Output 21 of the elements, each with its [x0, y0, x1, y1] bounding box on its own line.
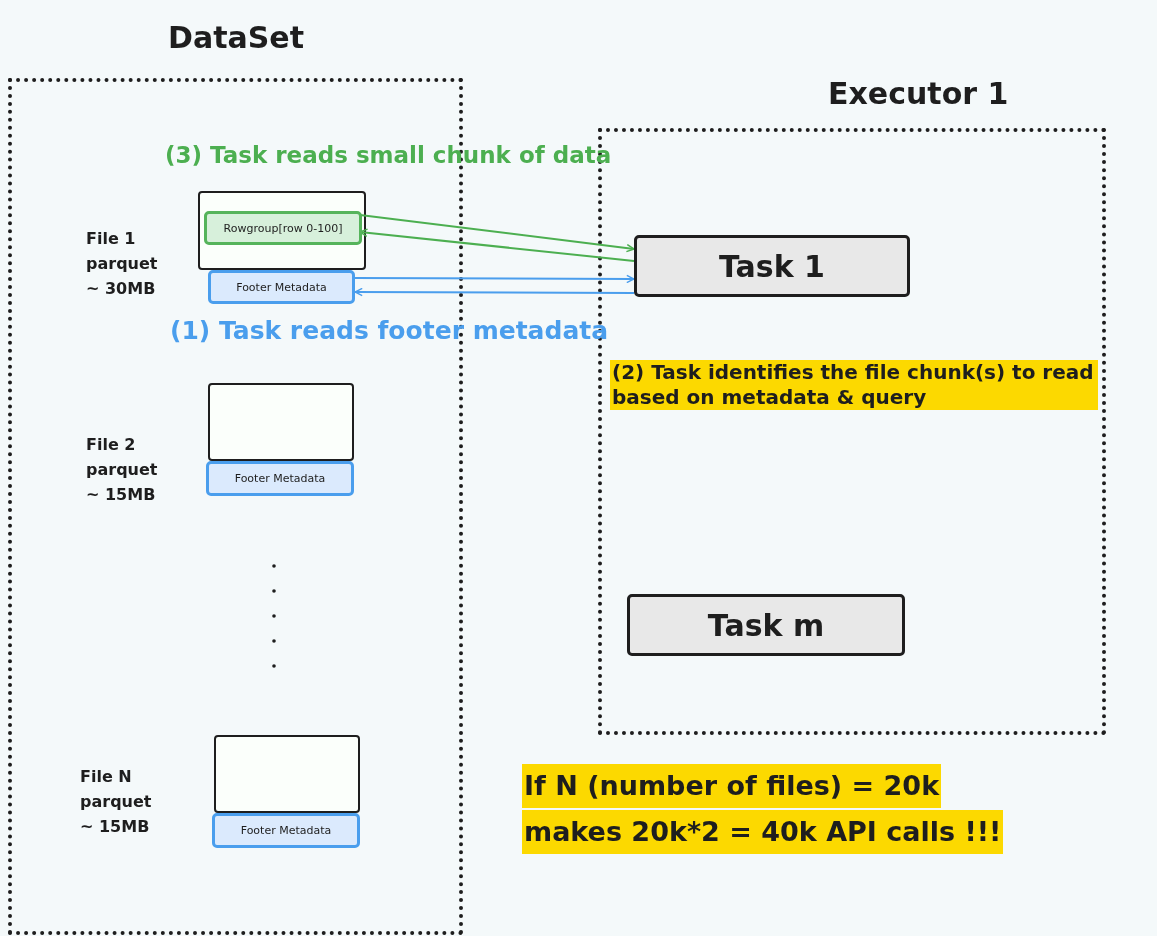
- container-heading: Executor 1: [828, 76, 1009, 111]
- file-caption: File 1 parquet ~ 30MB: [86, 228, 159, 300]
- task-box: Task 1: [634, 235, 910, 297]
- highlighted-note: makes 20k*2 = 40k API calls !!!: [522, 810, 1004, 854]
- file-section-box: Footer Metadata: [212, 813, 360, 848]
- file-section-box: Footer Metadata: [208, 270, 355, 304]
- step-label: (3) Task reads small chunk of data: [165, 142, 612, 168]
- task-box: Task m: [627, 594, 905, 656]
- file-caption: File N parquet ~ 15MB: [80, 766, 153, 838]
- file-section-box: Rowgroup[row 0-100]: [204, 211, 362, 245]
- file-box: [214, 735, 360, 813]
- file-section-box: Footer Metadata: [206, 461, 354, 496]
- arrow: [354, 287, 635, 297]
- file-box: [208, 383, 354, 461]
- file-caption: File 2 parquet ~ 15MB: [86, 434, 159, 506]
- highlighted-note: If N (number of files) = 20k: [522, 764, 942, 808]
- arrow: [354, 274, 635, 284]
- step-label: (1) Task reads footer metadata: [170, 316, 609, 345]
- highlighted-note: (2) Task identifies the file chunk(s) to read based on metadata & query: [610, 360, 1098, 410]
- file-box: [198, 191, 366, 270]
- container-heading: DataSet: [168, 20, 305, 55]
